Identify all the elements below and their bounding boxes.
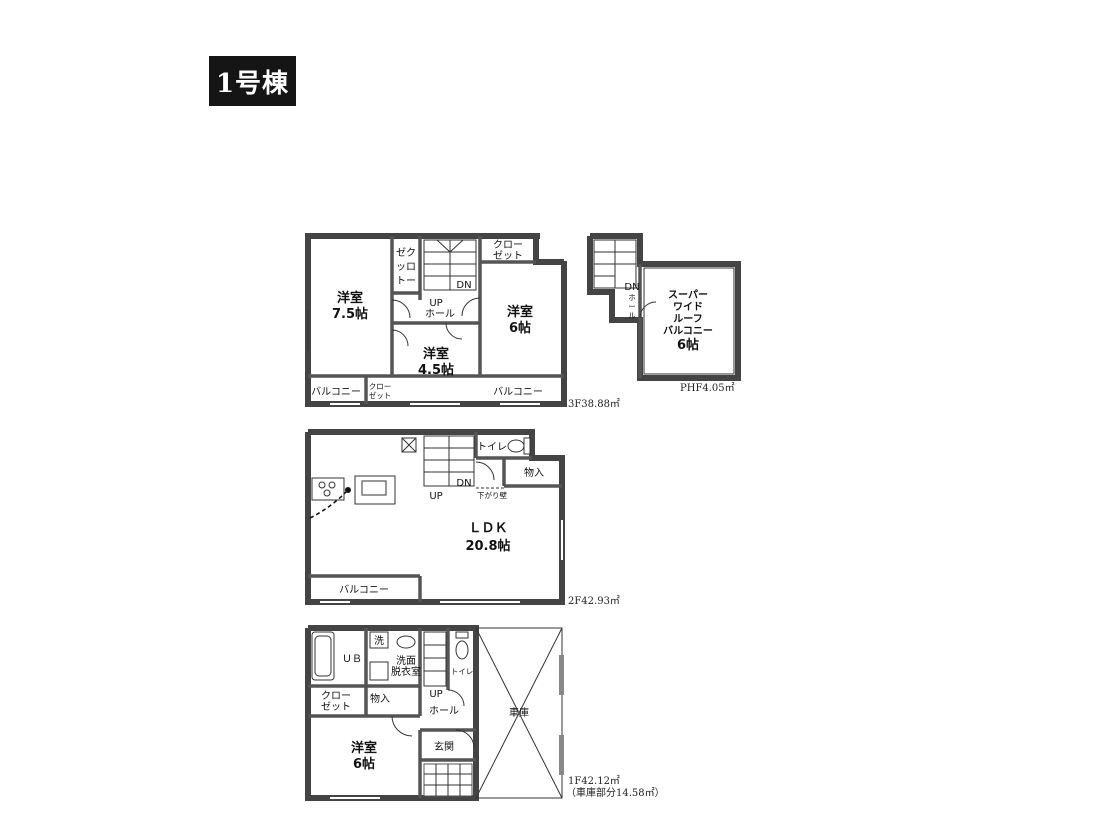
balcony-left-label: バルコニー bbox=[311, 386, 361, 398]
ldk-label: ＬＤＫ bbox=[468, 521, 507, 536]
floor-3f: 洋室 7.5帖 洋室 4.5帖 洋室 6帖 ゼク ッロ トー クロー ゼット ク… bbox=[305, 233, 620, 410]
dn-label-3f: DN bbox=[456, 280, 471, 291]
room-western-c-name: 洋室 bbox=[507, 304, 533, 320]
hall-label-3f: ホール bbox=[425, 308, 455, 320]
floor-ph-area: PHF4.05㎡ bbox=[680, 382, 735, 394]
floor-1f: ＵＢ 洗 洗面 脱衣室 クロー ゼット 物入 UP ホール トイレ 玄関 車庫 … bbox=[305, 625, 665, 801]
balcony-label-2f: バルコニー bbox=[339, 584, 389, 596]
washroom-label-2: 脱衣室 bbox=[391, 665, 421, 678]
roof-balcony-label-1: スーパー bbox=[668, 289, 708, 301]
garage-label: 車庫 bbox=[509, 706, 529, 719]
stairs-ph bbox=[593, 239, 637, 289]
roof-balcony-label-3: ルーフ bbox=[673, 313, 702, 325]
floor-2f: ＬＤＫ 20.8帖 トイレ 物入 下がり壁 UP DN バルコニー 2F42.9… bbox=[305, 429, 620, 607]
balcony-right-label: バルコニー bbox=[493, 386, 543, 398]
hall-label-ph-3: ル bbox=[628, 311, 636, 320]
closet-label-1f-1: クロー bbox=[321, 690, 351, 702]
stairs-2f bbox=[423, 435, 475, 487]
entrance-label: 玄関 bbox=[434, 740, 454, 753]
dropped-wall-label: 下がり壁 bbox=[477, 490, 507, 500]
closet-left-label-2: ッロ bbox=[396, 262, 416, 273]
closet-bottom-label-1: クロー bbox=[369, 382, 392, 391]
closet-top-right-label-2: ゼット bbox=[493, 250, 523, 262]
floor-2f-area: 2F42.93㎡ bbox=[568, 595, 620, 607]
room-western-b-name: 洋室 bbox=[423, 346, 449, 362]
floor-1f-area-note: （車庫部分14.58㎡） bbox=[566, 786, 665, 799]
hall-label-ph-1: ホ bbox=[628, 293, 636, 302]
room-western-1f-name: 洋室 bbox=[351, 740, 377, 756]
floor-ph: DN ホ ー ル スーパー ワイド ルーフ バルコニー 6帖 PHF4.05㎡ bbox=[587, 233, 741, 394]
floor-1f-area: 1F42.12㎡ bbox=[568, 775, 620, 787]
roof-balcony-label-4: バルコニー bbox=[663, 325, 713, 337]
closet-bottom-label-2: ゼット bbox=[369, 390, 392, 400]
stairs-3f bbox=[423, 239, 477, 291]
toilet-label-1f: トイレ bbox=[451, 667, 474, 676]
roof-balcony-size: 6帖 bbox=[677, 337, 699, 353]
room-western-a-size: 7.5帖 bbox=[332, 306, 368, 322]
hall-label-ph-2: ー bbox=[628, 302, 636, 311]
up-label-3f: UP bbox=[429, 298, 442, 309]
up-label-1f: UP bbox=[429, 689, 442, 700]
storage-label-1f: 物入 bbox=[370, 692, 390, 705]
dn-label-2f: DN bbox=[456, 478, 471, 489]
building-title: 1号棟 bbox=[209, 56, 296, 106]
toilet-label-2f: トイレ bbox=[477, 442, 507, 453]
closet-left-label-1: ゼク bbox=[396, 247, 416, 259]
room-western-a-name: 洋室 bbox=[337, 290, 363, 306]
room-western-1f-size: 6帖 bbox=[353, 756, 375, 772]
wash-label: 洗 bbox=[374, 635, 384, 647]
closet-top-right-label-1: クロー bbox=[493, 239, 523, 251]
up-label-2f: UP bbox=[429, 491, 442, 502]
hall-label-1f: ホール bbox=[429, 705, 459, 717]
ldk-size: 20.8帖 bbox=[465, 538, 510, 554]
washroom-label-1: 洗面 bbox=[396, 655, 416, 667]
stairs-1f bbox=[423, 631, 447, 687]
roof-balcony-label-2: ワイド bbox=[673, 301, 703, 313]
ub-label: ＵＢ bbox=[342, 654, 362, 665]
closet-left-label-3: トー bbox=[396, 276, 416, 287]
storage-label-2f: 物入 bbox=[524, 466, 544, 479]
closet-label-1f-2: ゼット bbox=[321, 701, 351, 713]
room-western-b-size: 4.5帖 bbox=[418, 362, 454, 378]
room-western-c-size: 6帖 bbox=[509, 320, 531, 336]
floor-3f-area: 3F38.88㎡ bbox=[568, 398, 620, 410]
dn-label-ph: DN bbox=[624, 282, 639, 293]
